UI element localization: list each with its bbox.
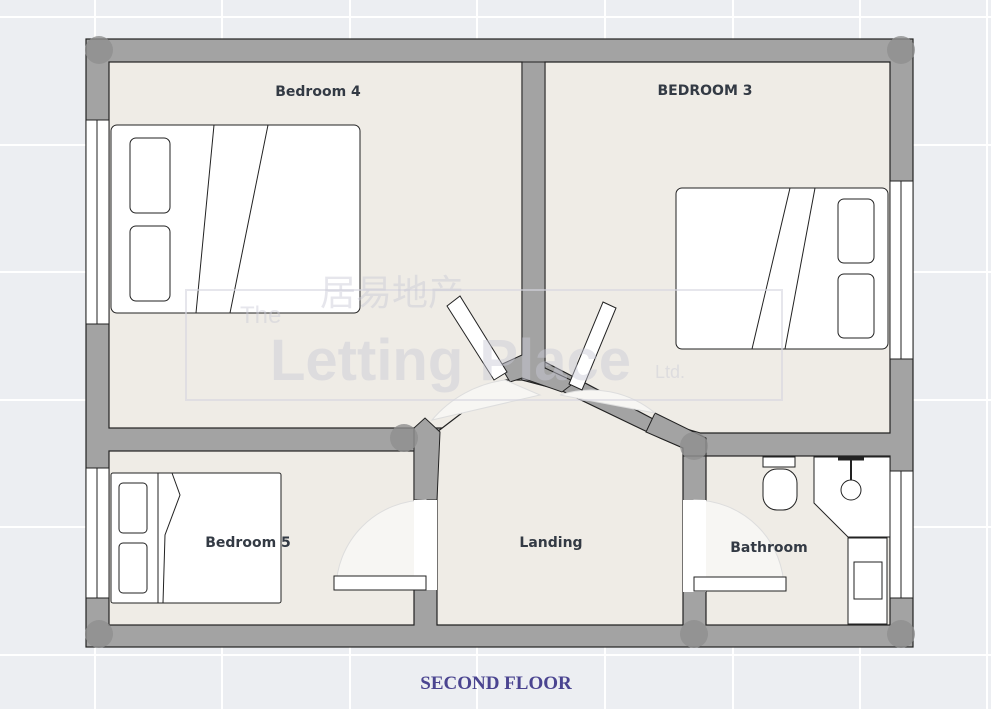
room-label-bedroom-5: Bedroom 5 xyxy=(205,535,291,551)
door-leaf-bathroom xyxy=(693,576,787,592)
toilet-cistern xyxy=(762,456,796,468)
floor-title: SECOND FLOOR xyxy=(420,673,572,694)
door-leaf-bedroom-4 xyxy=(446,295,508,381)
svg-text:The: The xyxy=(240,302,281,329)
room-label-bedroom-4: Bedroom 4 xyxy=(275,84,361,100)
windows xyxy=(85,119,914,599)
center-wall-junction xyxy=(499,61,576,393)
basin xyxy=(853,561,883,600)
svg-text:Letting Place: Letting Place xyxy=(270,328,631,393)
bed-bedroom-5 xyxy=(110,472,282,604)
svg-text:居易地产: 居易地产 xyxy=(320,272,464,313)
room-label-bathroom: Bathroom xyxy=(730,540,808,556)
room-label-landing: Landing xyxy=(519,535,582,551)
svg-text:Ltd.: Ltd. xyxy=(655,362,685,382)
door-leaf-bedroom-5 xyxy=(333,575,427,591)
toilet-bowl xyxy=(762,468,798,511)
bed-bedroom-4 xyxy=(110,124,361,314)
door-leaf-bedroom-3 xyxy=(568,301,617,391)
landing-left-wall xyxy=(413,417,441,501)
watermark-logo: 居易地产 The Letting Place Ltd. xyxy=(185,272,783,401)
door-openings xyxy=(333,295,787,592)
corner-columns xyxy=(85,36,915,648)
bathroom-fixtures xyxy=(762,456,891,625)
room-label-bedroom-3: BEDROOM 3 xyxy=(658,83,753,99)
